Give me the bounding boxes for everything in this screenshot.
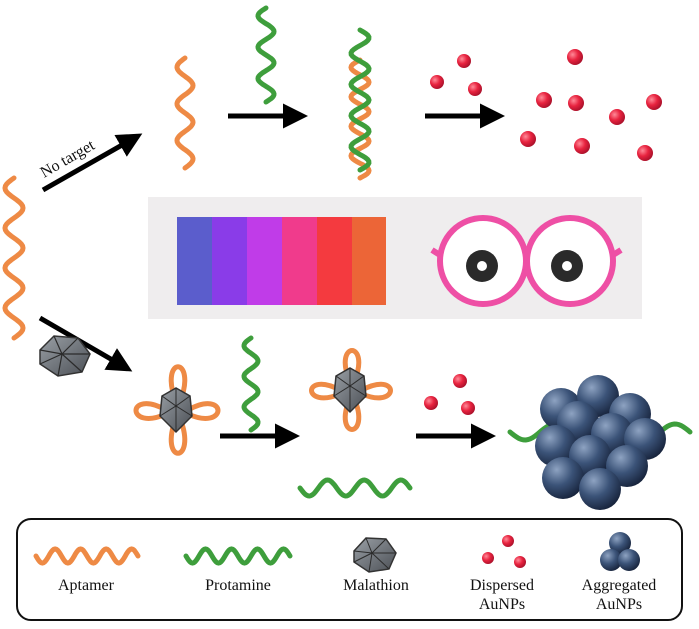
aptamer-strand-top bbox=[174, 55, 196, 171]
dispersed-aunps-top bbox=[430, 49, 662, 161]
legend-box bbox=[16, 518, 683, 621]
legend-dispersed-label-1: Dispersed bbox=[470, 577, 534, 594]
target-arrow bbox=[38, 315, 133, 372]
no-target-arrow bbox=[41, 133, 143, 193]
legend-dispersed-icon bbox=[482, 535, 526, 568]
legend-aggregated-label-2: AuNPs bbox=[596, 596, 642, 613]
legend-malathion-label: Malathion bbox=[343, 577, 409, 594]
legend-aggregated-label-1: Aggregated bbox=[582, 577, 657, 594]
aptamer-malathion-complex-1 bbox=[133, 364, 221, 456]
aptamer-malathion-complex-2 bbox=[309, 348, 393, 432]
aptamer-protamine-duplex bbox=[348, 27, 372, 181]
legend-aptamer-label: Aptamer bbox=[58, 577, 115, 594]
color-scale bbox=[177, 217, 386, 305]
protamine-strand-free bbox=[297, 477, 413, 499]
protamine-strand-bottom bbox=[241, 335, 261, 433]
legend-malathion-icon bbox=[353, 537, 397, 573]
eyeglasses-icon bbox=[430, 215, 623, 307]
legend-protamine-icon bbox=[183, 546, 293, 566]
dispersed-aunps-bottom bbox=[424, 374, 475, 415]
aptamer-strand-start bbox=[2, 175, 26, 341]
legend-protamine-label: Protamine bbox=[205, 577, 271, 594]
malathion-icon-target bbox=[39, 335, 91, 377]
protamine-strand-top bbox=[255, 5, 277, 105]
legend-aggregated-icon bbox=[600, 532, 640, 571]
legend-dispersed-label-2: AuNPs bbox=[479, 596, 525, 613]
aggregated-aunps-bottom bbox=[507, 375, 693, 510]
legend-aptamer-icon bbox=[33, 546, 141, 566]
